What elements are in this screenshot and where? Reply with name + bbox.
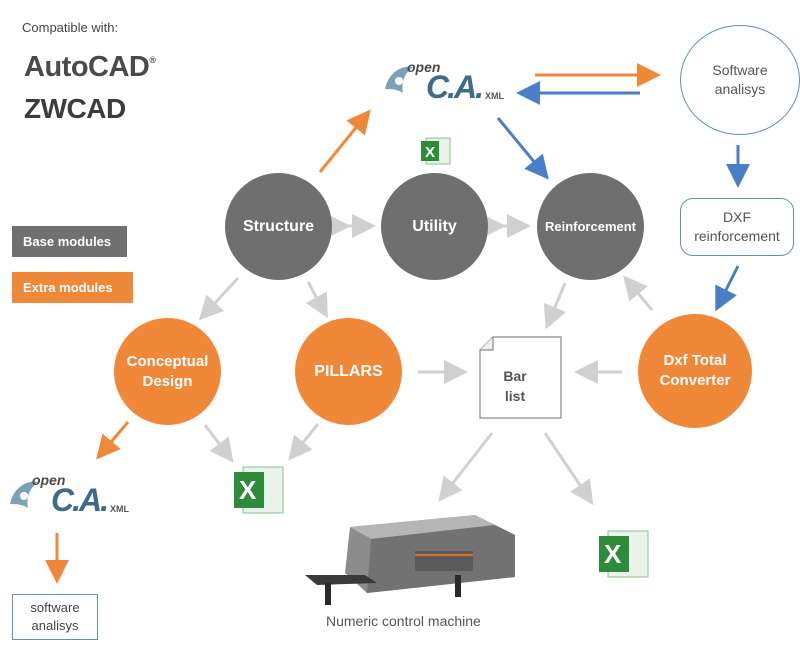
logo-xml-text: XML [485,91,504,101]
registered-mark: ® [149,55,156,65]
excel-icon: X [598,528,650,580]
module-pillars[interactable]: PILLARS [295,318,402,425]
software-top-line1: Software [712,62,768,78]
dxf-reinf-line1: DXF [723,209,751,225]
machine-image [305,515,515,605]
document-icon [479,336,562,419]
excel-letter: X [425,144,435,161]
excel-letter: X [604,539,622,569]
bar-list-line2: list [504,388,526,404]
bar-list-label: Bar list [480,366,550,406]
arrow-structure-to-ca [318,109,371,173]
conceptual-line1: Conceptual [126,352,209,370]
autocad-logo: AutoCAD® [24,51,156,84]
compatible-label: Compatible with: [22,20,119,35]
zwcad-logo: ZWCAD [24,93,126,124]
excel-letter: X [239,475,257,505]
legend-base-modules: Base modules [12,226,127,257]
logo-open-text: open [32,472,66,488]
logo-ca-text: C.A. [426,69,484,105]
legend-extra-modules: Extra modules [12,272,133,303]
software-top-line2: analisys [714,81,766,97]
opencaxml-logo-bottom: open C.A. XML [6,470,136,530]
dxf-reinforcement-box: DXF reinforcement [680,198,794,256]
conceptual-line2: Design [142,372,193,390]
module-utility[interactable]: Utility [381,173,488,280]
opencaxml-logo-top: open C.A. XML [381,55,511,115]
arrow-ca-to-reinforcement [496,117,549,180]
software-analysis-bottom: software analisys [12,594,98,640]
bar-list-line1: Bar [503,368,527,384]
logo-open-text: open [407,59,441,75]
excel-icon: X [420,136,452,166]
module-reinforcement[interactable]: Reinforcement [537,173,644,280]
dxf-reinf-line2: reinforcement [694,228,780,244]
arrow-dxf-to-total [715,265,740,312]
logo-ca-text: C.A. [51,482,109,518]
excel-icon: X [233,464,285,516]
logo-xml-text: XML [110,504,129,514]
software-analysis-top: Software analisys [680,25,800,135]
autocad-text: AutoCAD [24,51,150,83]
dxf-total-line1: Dxf Total [663,352,727,369]
dxf-total-line2: Converter [659,372,731,389]
module-structure[interactable]: Structure [225,173,332,280]
bird-icon [10,481,38,508]
machine-label: Numeric control machine [326,613,481,629]
software-bottom-line1: software [30,600,80,615]
software-bottom-line2: analisys [31,618,79,633]
bird-icon [385,66,413,93]
